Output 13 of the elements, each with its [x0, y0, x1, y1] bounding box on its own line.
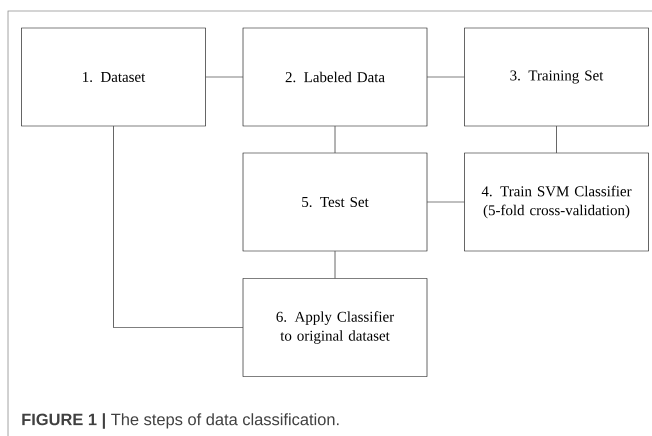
- connector-line: [556, 126, 557, 153]
- process-box: 1. Dataset: [21, 28, 206, 126]
- connector-line: [427, 76, 464, 78]
- process-box: 3. Training Set: [464, 28, 649, 126]
- process-box: 4. Train SVM Classifier (5-fold cross-validation): [464, 152, 649, 252]
- connector-line: [334, 251, 336, 278]
- process-box: 6. Apply Classifier to original dataset: [242, 278, 428, 377]
- process-box: 5. Test Set: [242, 152, 428, 252]
- connector-line: [206, 76, 243, 78]
- process-box: 2. Labeled Data: [242, 28, 428, 126]
- connector-line: [113, 126, 243, 328]
- caption: FIGURE 1 | The steps of data classification.: [22, 413, 339, 429]
- connector-line: [334, 126, 336, 153]
